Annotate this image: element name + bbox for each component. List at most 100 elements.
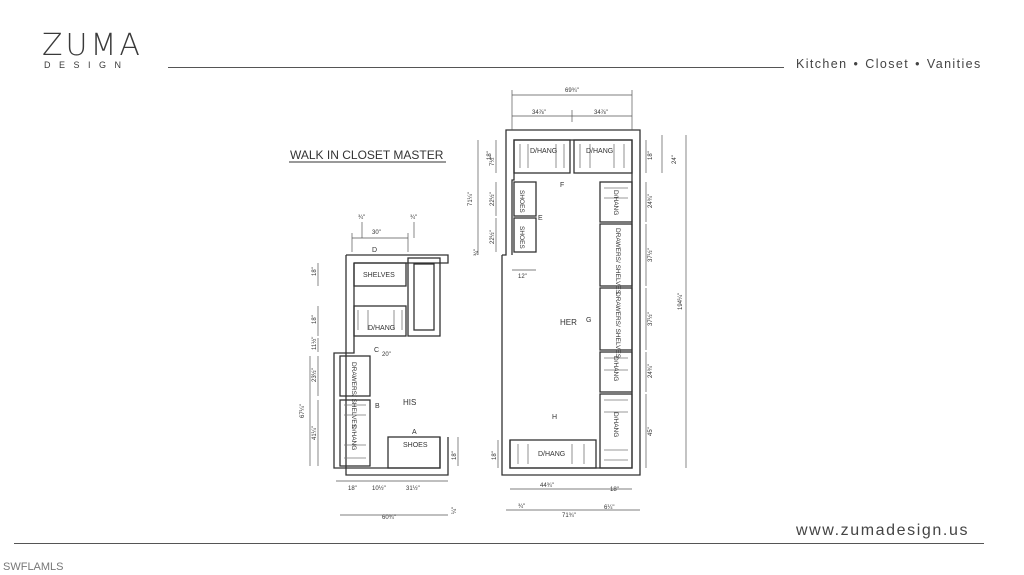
dim-24-4-upper: 24¾" bbox=[648, 194, 654, 208]
her-dhang-lower bbox=[599, 393, 633, 469]
dim-34-8-right: 34⅞" bbox=[594, 110, 608, 116]
his-closet bbox=[333, 254, 449, 476]
her-dhang-middle-label: D/HANG bbox=[612, 356, 619, 381]
his-dhang-left-label: D/HANG bbox=[350, 425, 357, 450]
dim-his-18-a: 18" bbox=[312, 267, 318, 276]
plan-title: WALK IN CLOSET MASTER bbox=[290, 148, 444, 162]
her-outer-wall bbox=[501, 129, 641, 476]
dim-20: 20" bbox=[382, 352, 391, 358]
her-shoes-upper bbox=[513, 181, 537, 217]
room-label-his: HIS bbox=[403, 398, 416, 407]
mls-watermark: SWFLAMLS bbox=[3, 561, 64, 573]
his-return-inner bbox=[413, 263, 435, 331]
dim-her-bottom-quarter: ¾" bbox=[518, 504, 525, 510]
his-dhang-unit-left bbox=[339, 399, 371, 467]
her-dhang-upper-label: D/HANG bbox=[612, 190, 619, 215]
dim-37-2-lower: 37½" bbox=[647, 312, 654, 326]
room-label-her: HER bbox=[560, 318, 577, 327]
dim-his-shoes-18: 18" bbox=[452, 451, 458, 460]
dim-71-4b: 71¾" bbox=[562, 513, 576, 519]
his-top-wall bbox=[346, 254, 449, 264]
her-dhang-bottom-label: D/HANG bbox=[538, 451, 565, 458]
dim-45: 45" bbox=[648, 427, 654, 436]
logo-subtitle: DESIGN bbox=[44, 60, 130, 70]
dim-24: 24" bbox=[672, 155, 678, 164]
dim-her-bottom-18-right: 18" bbox=[610, 487, 619, 493]
dim-30: 30" bbox=[372, 230, 381, 236]
her-drawers-lower-label: DRAWERS/ SHELVES bbox=[614, 292, 621, 359]
dim-194: 194¼" bbox=[678, 293, 684, 310]
logo-wordmark: ZUMA bbox=[42, 28, 143, 63]
section-letter-g: G bbox=[586, 317, 591, 324]
her-dimension-lines bbox=[477, 90, 687, 511]
his-outer-wall bbox=[345, 255, 449, 476]
his-dimension-lines bbox=[309, 222, 459, 516]
his-shoes-unit bbox=[387, 436, 441, 469]
dim-67-4: 67¼" bbox=[300, 404, 306, 418]
tagline: Kitchen • Closet • Vanities bbox=[796, 57, 982, 71]
tagline-separator: • bbox=[853, 57, 860, 71]
section-letter-b: B bbox=[375, 403, 380, 410]
her-dhang-bottom bbox=[509, 439, 597, 469]
her-shoes-lower bbox=[513, 217, 537, 253]
her-top-dhang-right-label: D/HANG bbox=[586, 148, 613, 155]
her-top-dhang-left-label: D/HANG bbox=[530, 148, 557, 155]
dim-22-2-lower: 22½" bbox=[489, 230, 496, 244]
section-letter-e: E bbox=[538, 215, 543, 222]
section-letter-f: F bbox=[560, 182, 564, 189]
dim-31-2: 31½" bbox=[406, 485, 420, 492]
dim-69-4: 69¾" bbox=[565, 88, 579, 94]
dim-11-2: 11½" bbox=[311, 337, 318, 350]
tagline-vanities: Vanities bbox=[926, 57, 982, 71]
dim-his-left-quarter: ¾" bbox=[358, 215, 365, 221]
tagline-separator: • bbox=[915, 57, 921, 71]
her-shoes-upper-label: SHOES bbox=[518, 190, 525, 213]
her-shoes-lower-label: SHOES bbox=[518, 226, 525, 249]
her-closet bbox=[501, 129, 641, 476]
her-drawers-upper-label: DRAWERS/ SHELVES bbox=[614, 228, 621, 295]
his-drawers-unit bbox=[339, 355, 371, 397]
dim-her-quarter: ¾" bbox=[474, 249, 480, 256]
his-shelves-unit bbox=[353, 262, 407, 287]
dim-22-2-upper: 22½" bbox=[489, 192, 496, 206]
his-dhang-unit-top bbox=[353, 305, 407, 337]
dim-7-2: 7½" bbox=[489, 156, 496, 166]
dim-24-4-lower: 24¾" bbox=[648, 364, 654, 378]
his-return-wall bbox=[407, 257, 441, 337]
tagline-kitchen: Kitchen bbox=[796, 57, 848, 71]
dim-41-4: 41¼" bbox=[312, 426, 318, 440]
her-dhang-lower-label: D/HANG bbox=[612, 412, 619, 437]
dim-37-2-upper: 37½" bbox=[647, 248, 654, 262]
his-drawers-label: DRAWERS/ SHELVES bbox=[350, 362, 357, 429]
dim-60-4: 60¾" bbox=[382, 515, 396, 521]
her-hangers bbox=[517, 144, 628, 464]
zuma-logo: ZUMA DESIGN bbox=[42, 28, 162, 71]
dim-12: 12" bbox=[518, 274, 527, 280]
dim-her-18-left: 18" bbox=[487, 151, 493, 160]
section-letter-c: C bbox=[374, 347, 379, 354]
header-divider bbox=[168, 67, 784, 68]
his-shoes-label: SHOES bbox=[403, 442, 428, 449]
dim-her-18-right: 18" bbox=[648, 151, 654, 160]
his-hangers bbox=[344, 310, 403, 459]
her-dhang-upper bbox=[599, 181, 633, 223]
his-shelves-label: SHELVES bbox=[363, 272, 395, 279]
her-top-dhang-left bbox=[513, 139, 571, 174]
dim-44-4: 44¾" bbox=[540, 483, 554, 489]
dim-his-18-b: 18" bbox=[312, 315, 318, 324]
dim-23-2: 23½" bbox=[311, 368, 318, 382]
section-letter-a: A bbox=[412, 429, 417, 436]
dim-his-right-quarter: ¾" bbox=[410, 215, 417, 221]
dim-71-4: 71¼" bbox=[468, 192, 474, 206]
her-top-dhang-right bbox=[573, 139, 633, 174]
tagline-closet: Closet bbox=[865, 57, 910, 71]
her-drawers-lower bbox=[599, 287, 633, 351]
dim-6: 6¼" bbox=[604, 505, 614, 511]
his-dhang-label: D/HANG bbox=[368, 325, 395, 332]
her-drawers-upper bbox=[599, 223, 633, 287]
dim-his-corner: ¼" bbox=[452, 507, 458, 514]
dim-34-8-left: 34⅞" bbox=[532, 110, 546, 116]
section-letter-d: D bbox=[372, 247, 377, 254]
her-dhang-middle bbox=[599, 351, 633, 393]
